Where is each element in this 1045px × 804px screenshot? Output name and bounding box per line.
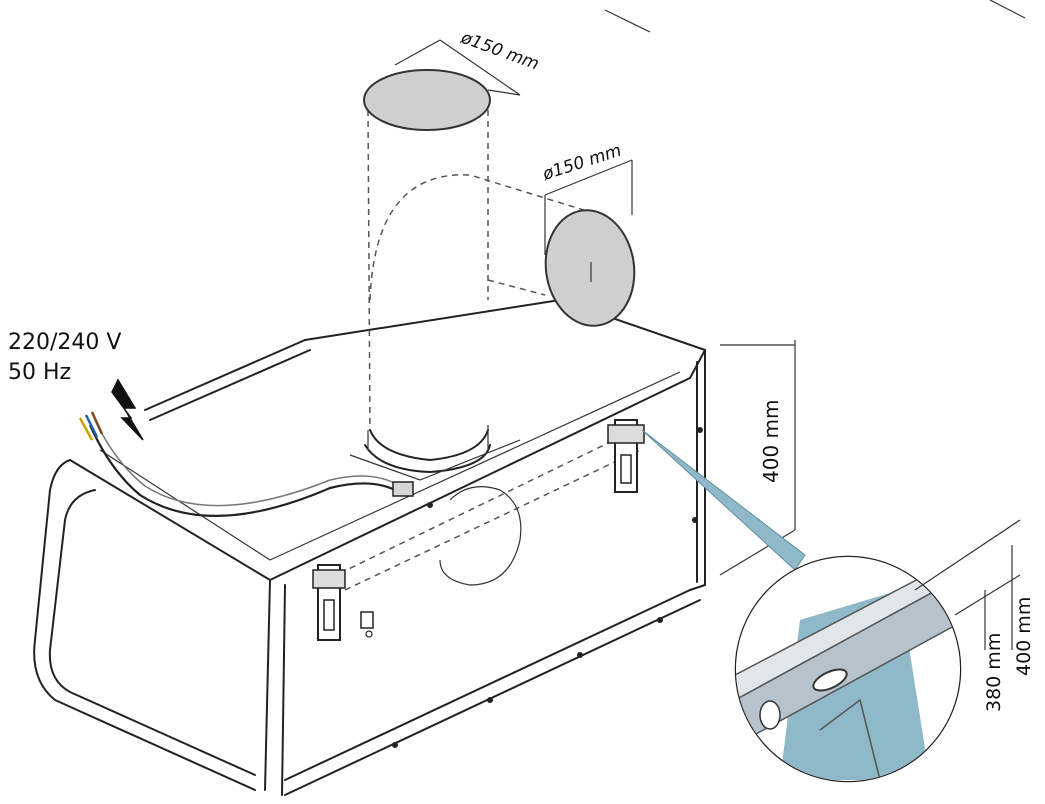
wall-bracket-right <box>607 419 645 493</box>
bracket-alignment-line <box>329 429 636 579</box>
wall-bracket-left <box>312 564 346 641</box>
height-dimension: 400 mm <box>719 340 796 576</box>
detail-400-label: 400 mm <box>1013 597 1035 676</box>
top-duct-opening <box>363 69 491 131</box>
power-supply-label: 220/240 V 50 Hz <box>8 330 121 385</box>
side-duct-opening <box>544 209 636 327</box>
lightning-icon <box>111 378 144 441</box>
side-diameter-label: ø150 mm <box>539 141 624 185</box>
hood-body <box>33 299 706 796</box>
bracket-alignment-line-2 <box>344 449 641 591</box>
vertical-duct <box>349 69 601 481</box>
magnifier-detail: 380 mm 400 mm <box>734 519 1035 783</box>
frequency-label: 50 Hz <box>8 360 71 385</box>
back-outlet-outline <box>439 486 522 586</box>
top-dimension-fragments <box>604 0 1026 33</box>
power-cable <box>78 411 414 517</box>
top-diameter-label: ø150 mm <box>457 28 541 75</box>
detail-380-label: 380 mm <box>983 633 1005 712</box>
detail-leader <box>641 429 806 571</box>
lock-fixture <box>360 611 374 638</box>
height-label: 400 mm <box>759 400 783 484</box>
voltage-label: 220/240 V <box>8 330 121 355</box>
